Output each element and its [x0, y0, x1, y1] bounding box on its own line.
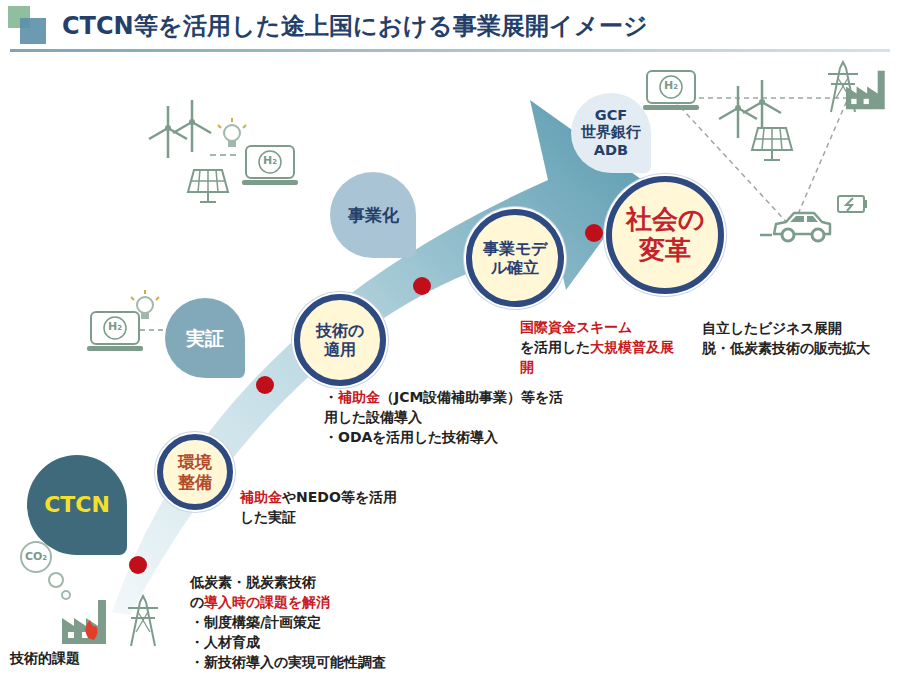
node-text: 実証 [186, 327, 224, 350]
note-line: 補助金やNEDO等を活用した実証 [240, 487, 410, 527]
note-text: ・制度構築/計画策定 [190, 614, 321, 630]
note-line: の導入時の課題を解消 [190, 592, 470, 612]
note-text: ・ODAを活用した技術導入 [324, 429, 498, 445]
note-text: 自立したビジネス展開 [702, 320, 842, 336]
note-text: ・新技術導入の実現可能性調査 [190, 654, 386, 670]
goal-circle: 社会の変革 [606, 176, 724, 294]
note-text: 脱・低炭素技術の販売拡大 [702, 340, 870, 356]
title: CTCN等を活用した途上国における事業展開イメージ [62, 10, 648, 42]
highlight-text: 国際資金スキーム [520, 319, 632, 335]
note-text: 低炭素・脱炭素技術 [190, 574, 316, 590]
step-circle: 環境整備 [157, 434, 233, 510]
note-text: 国際資金スキームを活用した大規模普及展開 [520, 317, 680, 377]
note-line: ・新技術導入の実現可能性調査 [190, 652, 470, 672]
note-line: ・補助金（JCM設備補助事業）等を活用した設備導入 [324, 387, 569, 427]
note-line: ・制度構築/計画策定 [190, 612, 470, 632]
note-line: 低炭素・脱炭素技術 [190, 572, 470, 592]
stage-bubble: 事業化 [330, 172, 416, 258]
note-text: ・補助金（JCM設備補助事業）等を活用した設備導入・ODAを活用した技術導入 [324, 387, 569, 447]
note-text: 低炭素・脱炭素技術の導入時の課題を解消・制度構築/計画策定・人材育成・新技術導入… [190, 572, 470, 672]
note-line: を活用した大規模普及展開 [520, 337, 680, 377]
node-text: 社会の変革 [623, 204, 706, 266]
note-line: ・人材育成 [190, 632, 470, 652]
funder-bubble: GCF 世界銀行 ADB [571, 93, 651, 173]
note-line: 国際資金スキーム [520, 317, 680, 337]
note-line: 脱・低炭素技術の販売拡大 [702, 338, 877, 358]
icon-label: H₂ [100, 320, 130, 333]
note-line: ・ODAを活用した技術導入 [324, 427, 569, 447]
node-text: GCF 世界銀行 ADB [580, 107, 642, 159]
icon-label: H₂ [255, 154, 285, 167]
highlight-text: 補助金 [338, 389, 380, 405]
note-text: の [190, 594, 204, 610]
note-text: を活用した [520, 339, 590, 355]
note-line: 技術的課題 [10, 648, 130, 668]
step-circle: 事業モデル確立 [466, 209, 564, 307]
note-line: 自立したビジネス展開 [702, 318, 877, 338]
node-text: 事業モデル確立 [481, 239, 550, 277]
ctcn-bubble: CTCN [27, 455, 127, 555]
node-text: 技術の適用 [314, 321, 365, 359]
note-text: 技術的課題 [10, 648, 130, 668]
note-text: 補助金やNEDO等を活用した実証 [240, 487, 410, 527]
note-text: 自立したビジネス展開脱・低炭素技術の販売拡大 [702, 318, 877, 358]
note-text: ・ [324, 389, 338, 405]
node-text: 環境整備 [177, 452, 213, 493]
stage-bubble: 実証 [165, 298, 245, 378]
node-text: CTCN [44, 492, 110, 518]
step-circle: 技術の適用 [294, 294, 386, 386]
note-text: ・人材育成 [190, 634, 260, 650]
highlight-text: 導入時の課題を解消 [204, 594, 330, 610]
highlight-text: 補助金 [240, 489, 282, 505]
icon-label: H₂ [656, 79, 686, 92]
icon-label: CO₂ [21, 550, 51, 563]
note-text: 技術的課題 [10, 650, 80, 666]
node-text: 事業化 [348, 205, 399, 225]
